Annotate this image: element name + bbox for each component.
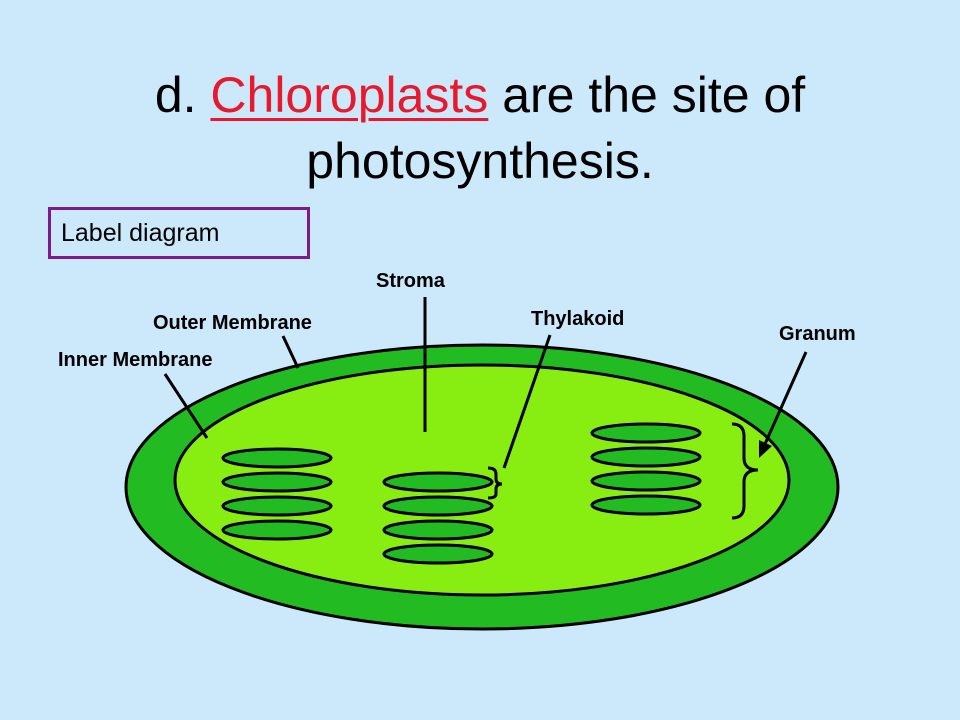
- thylakoid-disc: [382, 495, 494, 517]
- instruction-box: Label diagram: [48, 207, 310, 259]
- slide-title: d. Chloroplasts are the site of photosyn…: [0, 62, 960, 194]
- title-highlight-term: Chloroplasts: [210, 67, 489, 123]
- thylakoid-disc: [382, 471, 494, 493]
- granum-left: [221, 447, 333, 541]
- label-stroma: Stroma: [376, 270, 445, 292]
- granum-middle: [382, 471, 494, 565]
- label-outer-membrane: Outer Membrane: [153, 312, 312, 334]
- label-granum: Granum: [779, 323, 856, 345]
- granum-brace: [731, 422, 759, 520]
- inner-membrane-pointer: [163, 373, 209, 439]
- thylakoid-disc: [221, 519, 333, 541]
- thylakoid-disc: [221, 495, 333, 517]
- granum-right: [590, 422, 702, 516]
- title-suffix: are the site of photosynthesis.: [306, 67, 806, 189]
- thylakoid-disc: [590, 470, 702, 492]
- label-inner-membrane: Inner Membrane: [58, 349, 213, 371]
- outer-membrane-pointer: [281, 335, 300, 369]
- thylakoid-brace: [487, 466, 503, 500]
- thylakoid-disc: [221, 471, 333, 493]
- granum-pointer: [763, 351, 808, 445]
- granum-arrowhead: [759, 440, 772, 458]
- title-prefix: d.: [154, 67, 211, 123]
- thylakoid-disc: [221, 447, 333, 469]
- thylakoid-disc: [382, 543, 494, 565]
- thylakoid-disc: [590, 494, 702, 516]
- thylakoid-pointer: [502, 334, 552, 469]
- label-thylakoid: Thylakoid: [531, 308, 625, 330]
- thylakoid-disc: [590, 446, 702, 468]
- thylakoid-disc: [382, 519, 494, 541]
- thylakoid-disc: [590, 422, 702, 444]
